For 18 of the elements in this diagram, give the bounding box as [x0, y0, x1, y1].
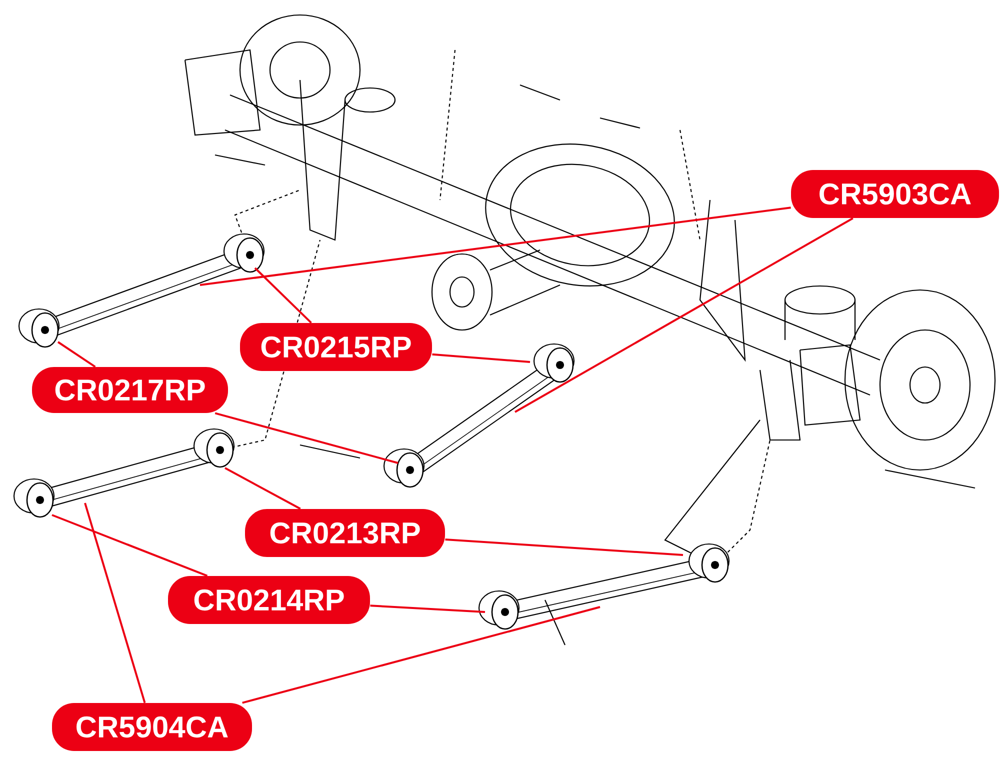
leader-line	[432, 353, 530, 363]
leader-line	[242, 606, 600, 704]
part-number-label: CR0214RP	[168, 576, 370, 624]
leader-line	[224, 467, 301, 510]
leader-line	[370, 604, 486, 613]
leader-line	[445, 538, 684, 556]
part-number-label: CR5903CA	[791, 170, 1000, 218]
leader-line	[57, 341, 96, 368]
leader-line	[52, 514, 208, 577]
part-number-label: CR0213RP	[245, 509, 445, 557]
part-number-label: CR5904CA	[52, 703, 252, 751]
leader-line	[254, 267, 312, 324]
part-number-label: CR0217RP	[32, 367, 228, 413]
leader-line	[200, 206, 791, 286]
leader-line	[214, 412, 398, 464]
leader-line	[84, 502, 146, 704]
part-number-label: CR0215RP	[240, 323, 432, 371]
leader-line	[514, 217, 854, 413]
